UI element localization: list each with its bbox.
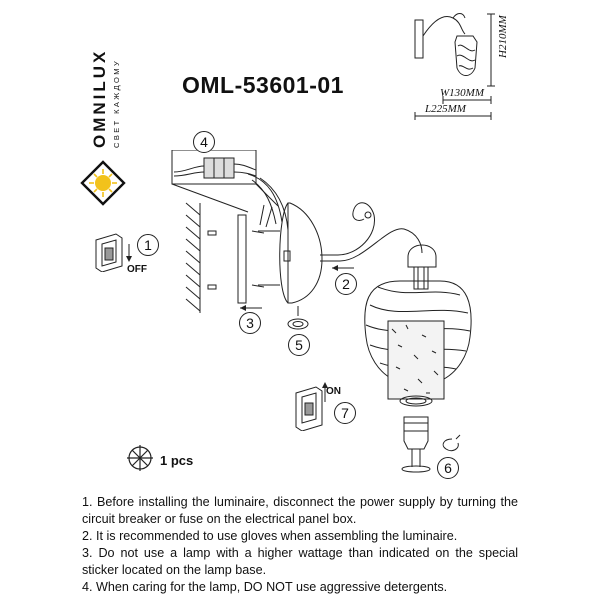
step-6-marker: 6 [437,457,459,479]
switch-on-label: ON [326,386,341,397]
step-1-marker: 1 [137,234,159,256]
switch-off-arrow [126,244,132,262]
dimension-drawing [414,13,495,120]
brand-block: OMNILUX СВЕТ КАЖДОМУ [84,8,121,198]
switch-on-icon [295,386,323,431]
step-4-marker: 4 [193,131,215,153]
instruction-item: 2. It is recommended to use gloves when … [82,529,458,543]
logo-mark [80,160,126,206]
brand-name: OMNILUX [90,48,109,148]
instructions: 1. Before installing the luminaire, disc… [82,494,518,596]
switch-off-label: OFF [127,264,147,275]
step-3-screws [240,305,262,311]
brand-tagline: СВЕТ КАЖДОМУ [112,58,121,148]
dimension-width: W130MM [440,87,484,99]
step-2-marker: 2 [335,273,357,295]
step-5-nut [287,306,309,330]
bulb-count: 1 pcs [160,453,194,468]
step-2-arrow [332,265,354,271]
bulb-icon [127,445,153,471]
instruction-item: 4. When caring for the lamp, DO NOT use … [82,580,448,594]
instruction-item: 3. Do not use a lamp with a higher watta… [82,546,518,577]
dimension-length: L225MM [425,103,466,115]
luminaire-drawing [320,202,472,473]
step-7-marker: 7 [334,402,356,424]
terminal-block-detail [171,150,289,231]
model-title: OML-53601-01 [182,72,344,98]
step-5-marker: 5 [288,334,310,356]
instruction-item: 1. Before installing the luminaire, disc… [82,495,518,526]
dimension-height: H210MM [497,15,509,58]
switch-on-arrow [322,382,328,402]
step-3-marker: 3 [239,312,261,334]
wall-mount-drawing [185,202,336,313]
switch-off-icon [95,233,123,272]
